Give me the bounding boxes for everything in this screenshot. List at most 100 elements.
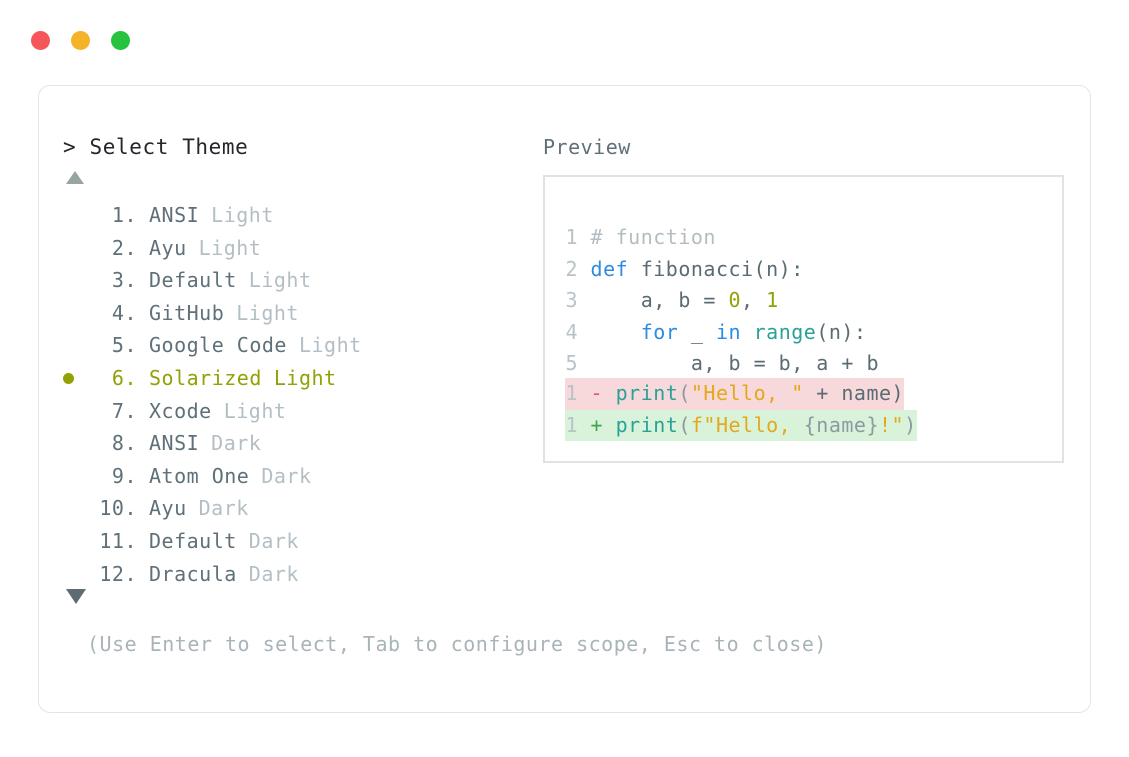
code-token-fn: print: [615, 412, 679, 437]
code-token-str: !": [879, 412, 905, 437]
theme-item-name: Atom One: [149, 463, 250, 488]
theme-item-name: GitHub: [149, 300, 225, 325]
code-token-punct: (: [678, 412, 691, 437]
diff-highlight: 1 - print("Hello, " + name): [565, 378, 905, 410]
theme-list-item[interactable]: 4. GitHub Light: [63, 297, 523, 330]
code-token-plain: [578, 257, 591, 281]
code-line: 1 # function: [565, 222, 879, 254]
code-token-fn: range: [753, 319, 817, 344]
theme-item-number: 10.: [99, 496, 137, 521]
theme-list-item[interactable]: 11. Default Dark: [63, 525, 523, 558]
triangle-down-icon[interactable]: [66, 589, 86, 604]
code-token-str: f"Hello,: [690, 412, 804, 437]
theme-item-number: 1.: [111, 203, 137, 227]
theme-list-item[interactable]: 10. Ayu Dark: [63, 492, 523, 525]
code-token-plain: [578, 225, 591, 249]
theme-item-variant: Dark: [261, 463, 312, 488]
theme-item-name: Ayu: [149, 235, 187, 260]
code-token-punct: {name}: [803, 412, 880, 437]
code-line: 5 a, b = b, a + b: [565, 348, 879, 380]
diff-marker: +: [578, 412, 616, 437]
code-token-punct: (: [678, 381, 691, 405]
code-line-number: 4: [565, 319, 578, 344]
diff-line-number: 1: [565, 381, 578, 405]
code-token-plain: ,: [741, 288, 767, 312]
theme-item-name: Google Code: [149, 333, 287, 358]
code-token-plain: fibonacci(n):: [628, 256, 804, 281]
theme-item-variant: Dark: [248, 561, 299, 586]
theme-item-variant: Light: [248, 268, 312, 293]
theme-item-number: 6.: [111, 365, 137, 390]
code-token-comment: # function: [590, 225, 716, 249]
code-token-num: 0: [728, 288, 742, 312]
theme-item-variant: Dark: [211, 431, 262, 456]
theme-item-name: Solarized: [149, 365, 262, 390]
code-token-plain: _: [678, 319, 716, 344]
theme-item-number: 4.: [111, 300, 137, 325]
code-token-plain: + name): [803, 381, 905, 405]
code-token-plain: a, b = b, a + b: [578, 351, 879, 375]
theme-list-item[interactable]: 3. Default Light: [63, 264, 523, 297]
traffic-light-group: [31, 30, 130, 50]
theme-item-name: Ayu: [149, 496, 187, 521]
diff-sample: 1 - print("Hello, " + name)1 + print(f"H…: [565, 378, 917, 441]
page-title: > Select Theme: [63, 135, 249, 159]
code-token-num: 1: [766, 288, 779, 312]
diff-line-number: 1: [565, 412, 578, 437]
theme-list-item[interactable]: 1. ANSI Light: [63, 199, 523, 232]
theme-item-variant: Light: [211, 203, 274, 227]
selected-dot-slot: [63, 372, 91, 384]
code-line-number: 3: [565, 288, 578, 312]
theme-item-number: 7.: [111, 398, 137, 423]
code-line-number: 5: [565, 351, 578, 375]
close-button[interactable]: [31, 30, 50, 50]
theme-item-variant: Dark: [248, 528, 299, 553]
triangle-up-icon[interactable]: [66, 171, 84, 184]
theme-item-number: 11.: [99, 528, 137, 553]
theme-item-name: ANSI: [149, 431, 200, 456]
code-line: 2 def fibonacci(n):: [565, 254, 879, 286]
theme-item-number: 3.: [111, 268, 137, 293]
code-token-fn: print: [615, 381, 679, 405]
keyboard-hint-text: (Use Enter to select, Tab to configure s…: [87, 632, 827, 656]
code-token-plain: (n):: [816, 319, 867, 344]
theme-item-number: 9.: [111, 463, 137, 488]
diff-line-deletion: 1 - print("Hello, " + name): [565, 378, 917, 410]
code-line: 4 for _ in range(n):: [565, 317, 879, 349]
theme-item-name: Default: [149, 528, 237, 553]
code-token-kw: def: [590, 256, 629, 281]
theme-item-variant: Light: [198, 235, 262, 260]
theme-item-name: ANSI: [149, 203, 200, 227]
window-titlebar: [0, 0, 1129, 80]
code-token-plain: [578, 320, 641, 344]
maximize-button[interactable]: [111, 30, 130, 50]
theme-list-item[interactable]: 9. Atom One Dark: [63, 460, 523, 493]
diff-line-addition: 1 + print(f"Hello, {name}!"): [565, 409, 917, 441]
minimize-button[interactable]: [71, 30, 90, 50]
code-token-punct: ): [904, 412, 917, 437]
code-line-number: 2: [565, 256, 578, 281]
theme-item-name: Dracula: [149, 561, 237, 586]
theme-item-name: Default: [149, 268, 237, 293]
code-token-plain: [741, 320, 754, 344]
theme-item-number: 12.: [99, 561, 137, 586]
diff-highlight: 1 + print(f"Hello, {name}!"): [565, 409, 917, 441]
theme-item-variant: Light: [236, 300, 299, 325]
preview-label: Preview: [543, 135, 631, 159]
theme-item-variant: Light: [298, 333, 362, 358]
theme-item-variant: Light: [223, 398, 287, 423]
theme-list-item[interactable]: 12. Dracula Dark: [63, 558, 523, 591]
theme-item-variant: Dark: [198, 496, 249, 521]
code-token-plain: a, b =: [578, 288, 729, 312]
code-token-kw: for: [640, 319, 679, 344]
